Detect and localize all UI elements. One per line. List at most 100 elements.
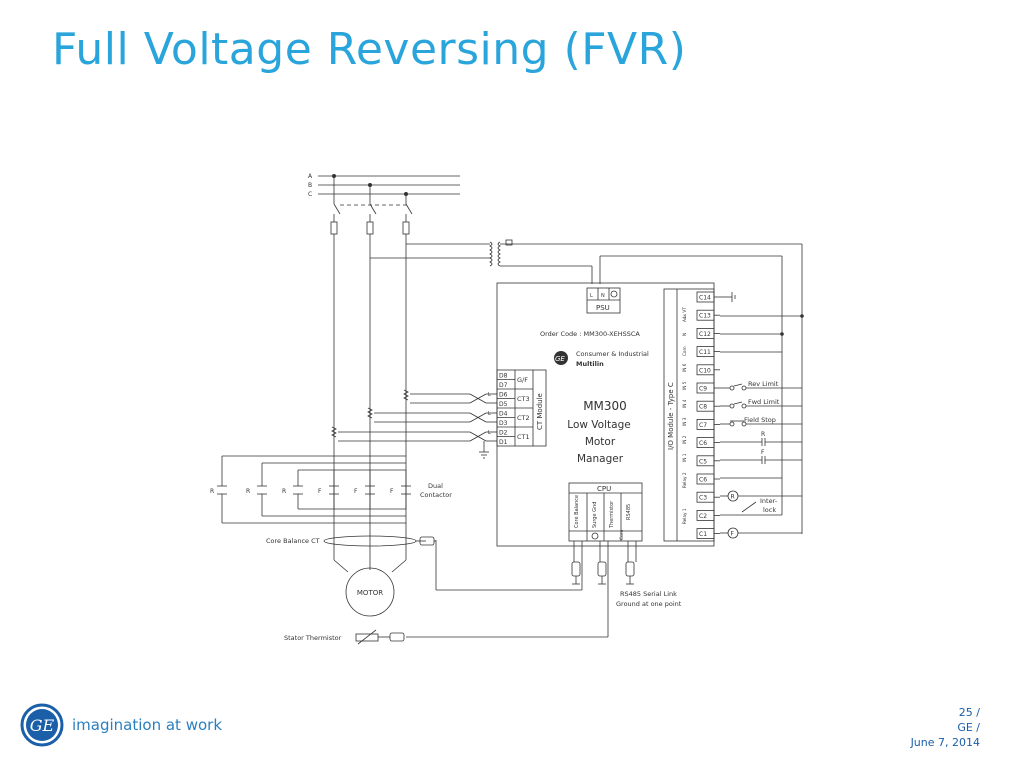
ct-polarity-l1: L (488, 430, 491, 436)
motor-label: MOTOR (357, 589, 383, 597)
cap-label-r1: R (210, 488, 214, 495)
cap-label-f3: F (390, 488, 394, 495)
cap-label-f1: F (318, 488, 322, 495)
ct-group-ct2: CT2 (517, 414, 530, 422)
f-aux-label: F (761, 449, 765, 456)
capacitor-bank: R R R F F F Dual Contactor (210, 455, 452, 524)
control-transformer (370, 239, 803, 534)
io-terminal-label: C7 (699, 422, 707, 429)
cap-label-f2: F (354, 488, 358, 495)
f-coil-label: F (731, 531, 735, 538)
dual-contactor-1: Dual (428, 482, 443, 490)
footer-brand: GE imagination at work (20, 703, 222, 747)
io-terminal-label: C5 (699, 458, 707, 465)
fuses (330, 221, 410, 235)
slide-footer-meta: 25 / GE / June 7, 2014 (911, 705, 980, 750)
cpu-block: CPU Core Balance Surge Gnd Thermistor RS… (568, 482, 643, 542)
phase-b-label: B (308, 182, 312, 189)
ge-brand-logo (554, 351, 568, 365)
cpu-label: CPU (597, 485, 611, 493)
slide-date: June 7, 2014 (910, 736, 980, 749)
phase-conductors (333, 234, 407, 560)
psu-label: PSU (596, 304, 610, 312)
ge-logo-icon: GE (20, 703, 64, 747)
psu-block: PSU L N (586, 287, 621, 314)
ge-logo-text: GE (30, 716, 55, 735)
page-number: 25 / (958, 706, 980, 719)
psu-terminal-n: N (601, 293, 605, 299)
io-side-label: IN 1 (682, 453, 687, 462)
cpu-surge-gnd: Surge Gnd (592, 502, 598, 528)
cpu-com: Com (619, 530, 625, 540)
brand-line-1: Consumer & Industrial (576, 350, 649, 358)
stator-thermistor-label: Stator Thermistor (284, 634, 342, 642)
ct-terminal-d6: D6 (499, 392, 508, 399)
slide-title: Full Voltage Reversing (FVR) (52, 24, 687, 75)
io-side-label: IN 4 (682, 399, 687, 408)
phase-a-label: A (308, 173, 313, 180)
io-side-label: Aux VT (682, 307, 687, 322)
device-subtitle-2: Motor (585, 436, 616, 448)
io-terminal-label: C1 (699, 531, 707, 538)
cpu-core-balance: Core Balance (574, 495, 580, 528)
tagline: imagination at work (72, 716, 222, 734)
rev-limit-label: Rev Limit (748, 380, 779, 388)
io-side-label: Relay 1 (682, 508, 687, 524)
cpu-rs485: RS485 (626, 504, 632, 520)
ct-terminal-d2: D2 (499, 430, 508, 437)
ct-group-gf: G/F (517, 376, 528, 384)
phase-buses: A B C (308, 173, 460, 198)
ct-polarity-l2: L (488, 411, 491, 417)
phase-cts (331, 389, 497, 459)
motor: MOTOR (333, 559, 407, 617)
ct-terminal-d1: D1 (499, 439, 508, 446)
device-title: MM300 (583, 399, 627, 413)
io-terminal-label: C6 (699, 440, 707, 447)
device-subtitle-3: Manager (577, 453, 624, 465)
io-module-label: I/O Module - Type C (667, 382, 675, 450)
io-terminal-label: C9 (699, 386, 707, 393)
cap-label-r2: R (246, 488, 250, 495)
io-terminal-label: C11 (699, 349, 711, 356)
interlock-label-1: Inter- (760, 497, 778, 505)
r-aux-label: R (761, 431, 765, 438)
io-terminal-label: C6 (699, 477, 707, 484)
io-terminal-label: C8 (699, 404, 707, 411)
r-coil-label: R (731, 494, 735, 501)
dual-contactor-2: Contactor (420, 491, 452, 499)
field-stop-label: Field Stop (744, 416, 776, 424)
rs485-note-1: RS485 Serial Link (620, 590, 677, 598)
ct-terminal-d7: D7 (499, 382, 508, 389)
capacitor-symbols (217, 485, 411, 495)
ct-group-ct3: CT3 (517, 395, 530, 403)
io-terminal-label: C14 (699, 295, 711, 302)
io-side-label: IN 3 (682, 417, 687, 426)
ct-group-ct1: CT1 (517, 433, 530, 441)
ct-terminal-d4: D4 (499, 411, 508, 418)
ge-brand-logo-text: GE (555, 355, 565, 363)
io-side-label: L (682, 315, 687, 318)
rs485-note-2: Ground at one point (616, 600, 682, 608)
ct-polarity-l3: L (488, 392, 491, 398)
io-side-label: N (682, 333, 687, 336)
ct-terminal-d8: D8 (499, 373, 508, 380)
io-field-wiring: Rev Limit Fwd Limit Field Stop R F R F (720, 256, 804, 539)
brand-line-2: Multilin (576, 360, 604, 368)
device-subtitle-1: Low Voltage (567, 419, 630, 431)
ct-terminal-d3: D3 (499, 420, 508, 427)
cpu-thermistor: Thermistor (609, 500, 615, 529)
io-terminal-label: C12 (699, 331, 711, 338)
core-balance-ct: Core Balance CT (266, 535, 436, 547)
io-side-label: Relay 2 (682, 472, 687, 488)
io-terminal-label: C3 (699, 495, 707, 502)
fwd-limit-label: Fwd Limit (748, 398, 780, 406)
order-code: Order Code : MM300-XEHSSCA (540, 330, 640, 338)
disconnect-switch (333, 176, 413, 222)
io-terminal-label: C10 (699, 367, 711, 374)
cpu-leads: RS485 Serial Link Ground at one point (406, 540, 682, 638)
